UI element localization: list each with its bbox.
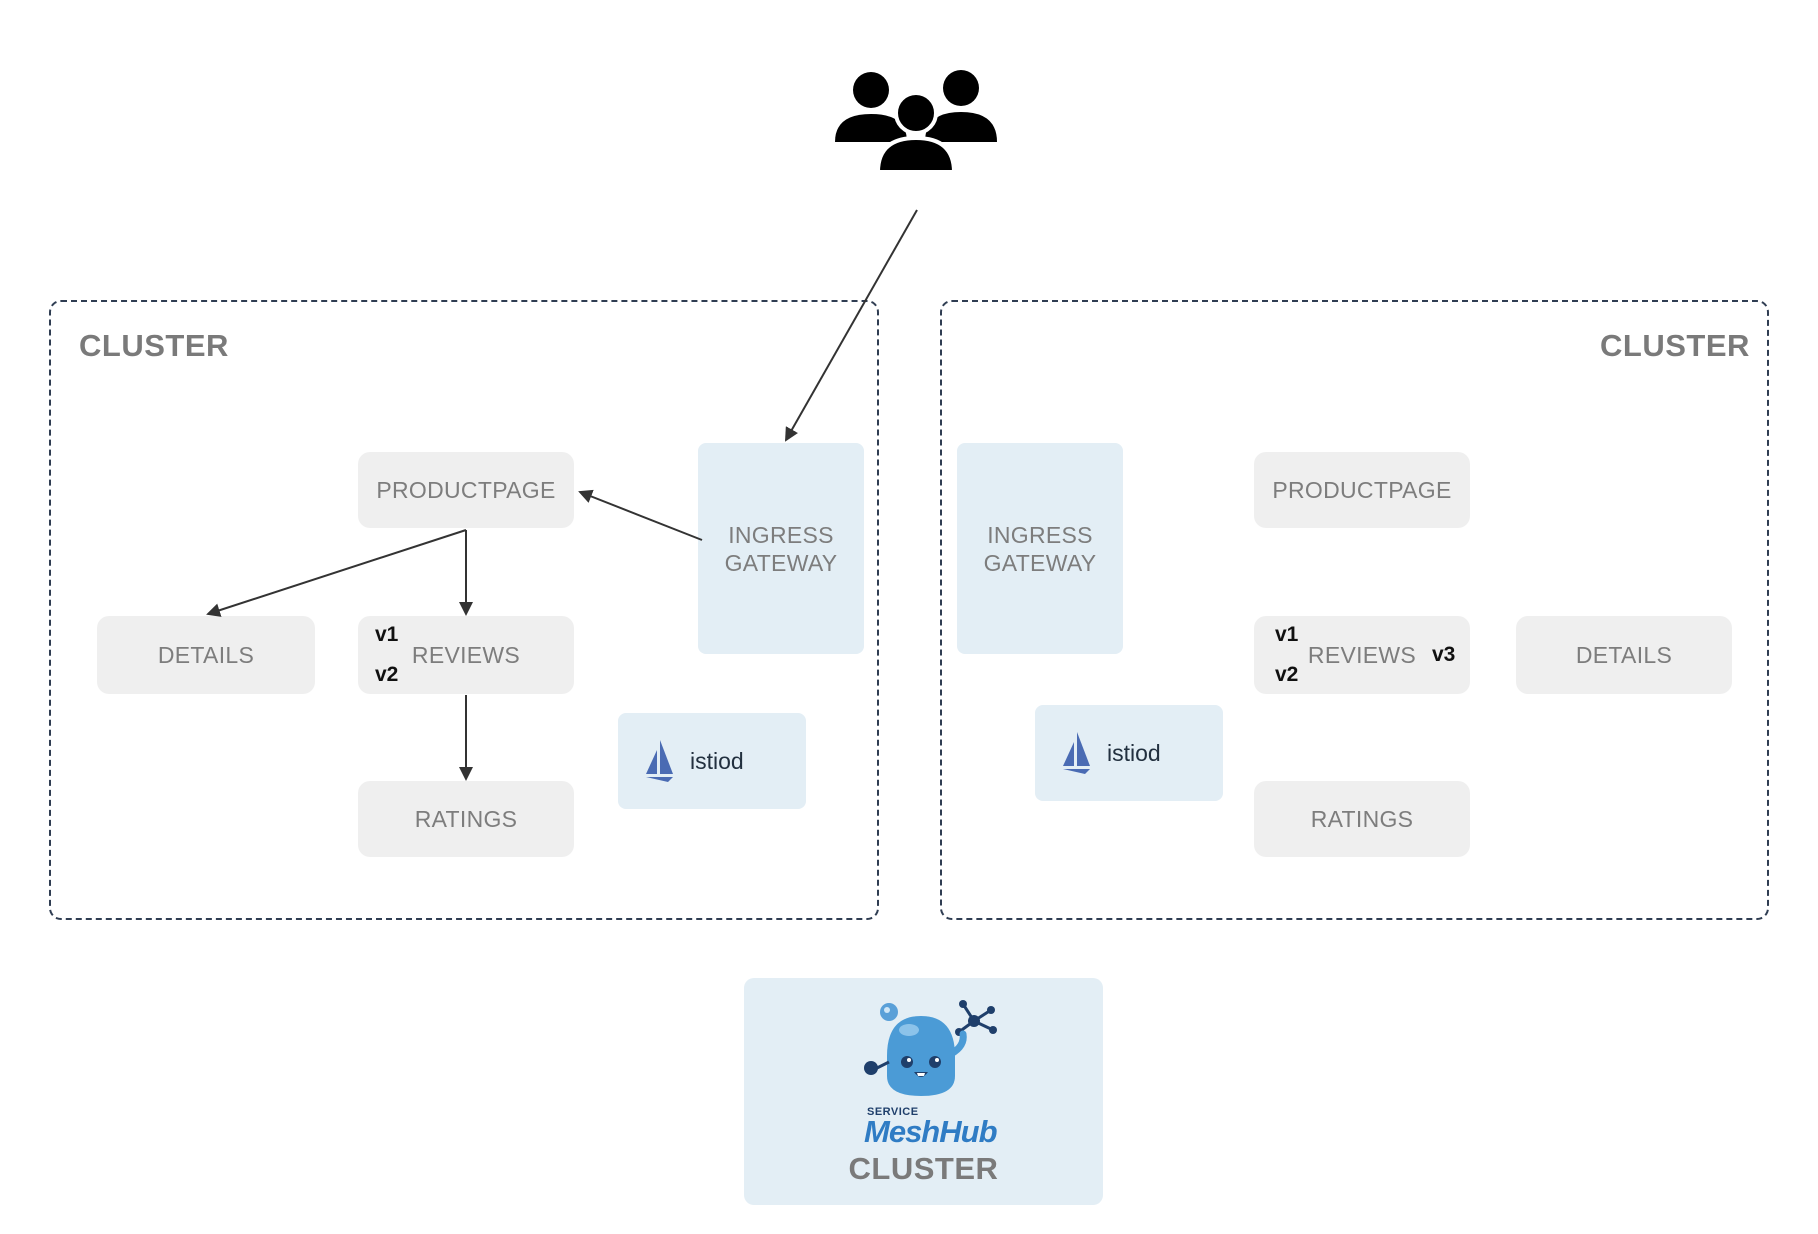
left-reviews-label: REVIEWS: [411, 641, 521, 668]
left-details-service: DETAILS: [97, 616, 315, 694]
right-reviews-label: REVIEWS: [1307, 641, 1417, 668]
meshhub-cluster: SERVICE MeshHub CLUSTER: [744, 978, 1103, 1205]
arrow-gateway-to-productpage: [578, 489, 703, 541]
users-group-icon: [835, 70, 997, 172]
left-cluster: [49, 300, 879, 920]
left-reviews-v2: v2: [375, 663, 399, 686]
right-cluster-title: CLUSTER: [1600, 328, 1750, 363]
left-productpage-service: PRODUCTPAGE: [358, 452, 574, 528]
left-istiod: istiod: [618, 713, 806, 809]
right-cluster: [940, 300, 1769, 920]
meshhub-mascot-icon: [864, 1000, 997, 1096]
right-reviews-v3: v3: [1432, 643, 1456, 666]
arrow-users-to-left-gateway: [785, 209, 918, 442]
right-ingress-gateway: INGRESS GATEWAY: [957, 443, 1123, 654]
left-reviews-service: REVIEWS: [358, 616, 574, 694]
right-details-service: DETAILS: [1516, 616, 1732, 694]
meshhub-logo-small-text: SERVICE: [867, 1106, 919, 1118]
right-reviews-v1: v1: [1275, 623, 1299, 646]
meshhub-cluster-title: CLUSTER: [848, 1151, 999, 1186]
left-ingress-gateway: INGRESS GATEWAY: [698, 443, 864, 654]
right-reviews-service: REVIEWS: [1254, 616, 1470, 694]
right-istiod: istiod: [1035, 705, 1223, 801]
istio-sail-icon: [646, 740, 673, 782]
left-cluster-title: CLUSTER: [79, 328, 229, 363]
left-ratings-service: RATINGS: [358, 781, 574, 857]
istio-sail-icon: [1063, 732, 1090, 774]
right-reviews-v2: v2: [1275, 663, 1299, 686]
left-reviews-v1: v1: [375, 623, 399, 646]
right-productpage-service: PRODUCTPAGE: [1254, 452, 1470, 528]
left-istiod-label: istiod: [690, 747, 744, 774]
arrow-productpage-to-details: [206, 529, 467, 617]
right-istiod-label: istiod: [1107, 739, 1161, 766]
meshhub-logo-text: MeshHub: [864, 1114, 997, 1149]
right-ratings-service: RATINGS: [1254, 781, 1470, 857]
